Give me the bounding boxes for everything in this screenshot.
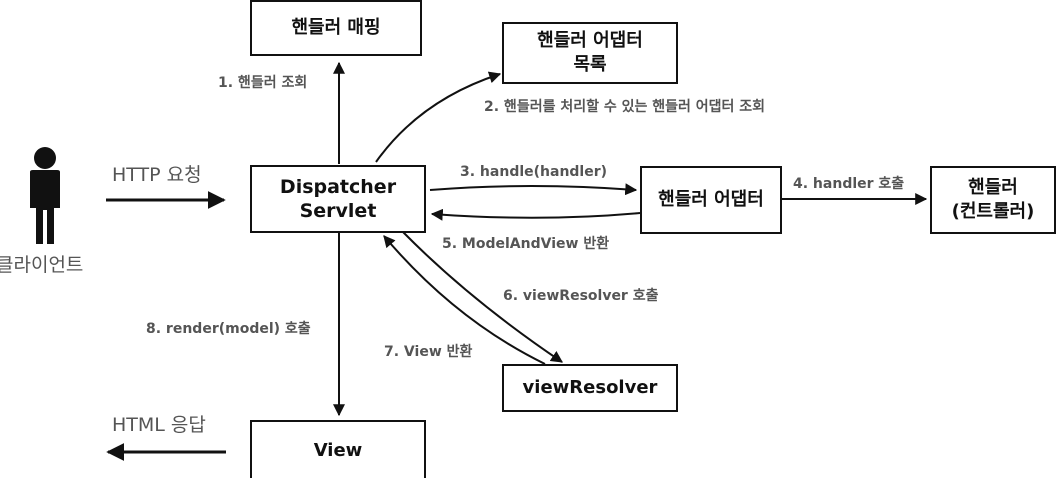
html-response-label: HTML 응답 [112,414,206,436]
dispatcher-label-line1: Dispatcher [279,176,397,198]
client-label: 클라이언트 [0,254,84,276]
handler-label-line1: 핸들러 [968,177,1018,198]
person-icon [30,147,60,244]
view-resolver-label: viewResolver [522,377,658,398]
step8-label: 8. render(model) 호출 [146,321,311,337]
step7-label: 7. View 반환 [384,344,473,360]
view-resolver-box: viewResolver [502,364,678,412]
handler-mapping-box: 핸들러 매핑 [250,0,422,56]
step6-label: 6. viewResolver 호출 [503,288,659,304]
adapter-list-label-line1: 핸들러 어댑터 [537,30,643,51]
step6-arrow [402,231,563,363]
handler-adapter-label: 핸들러 어댑터 [658,189,764,210]
handler-box: 핸들러 (컨트롤러) [930,166,1056,234]
handler-label-line2: (컨트롤러) [951,201,1035,222]
step3-arrow [429,183,638,196]
step3-label: 3. handle(handler) [460,164,608,180]
step1-label: 1. 핸들러 조회 [218,75,308,91]
adapter-list-label-line2: 목록 [573,54,607,75]
step7-arrow [383,235,546,365]
handler-adapter-box: 핸들러 어댑터 [640,166,782,234]
step2-label: 2. 핸들러를 처리할 수 있는 핸들러 어댑터 조회 [484,99,766,115]
step2-arrow [375,71,502,163]
view-label: View [313,440,363,461]
view-box: View [250,420,426,478]
dispatcher-label-line2: Servlet [299,200,377,222]
step5-arrow [430,208,641,221]
handler-mapping-label: 핸들러 매핑 [291,17,381,38]
step5-label: 5. ModelAndView 반환 [442,236,610,252]
adapter-list-box: 핸들러 어댑터 목록 [502,22,678,84]
dispatcher-servlet-box: Dispatcher Servlet [250,165,426,233]
http-request-label: HTTP 요청 [112,164,202,186]
step4-label: 4. handler 호출 [793,176,905,192]
